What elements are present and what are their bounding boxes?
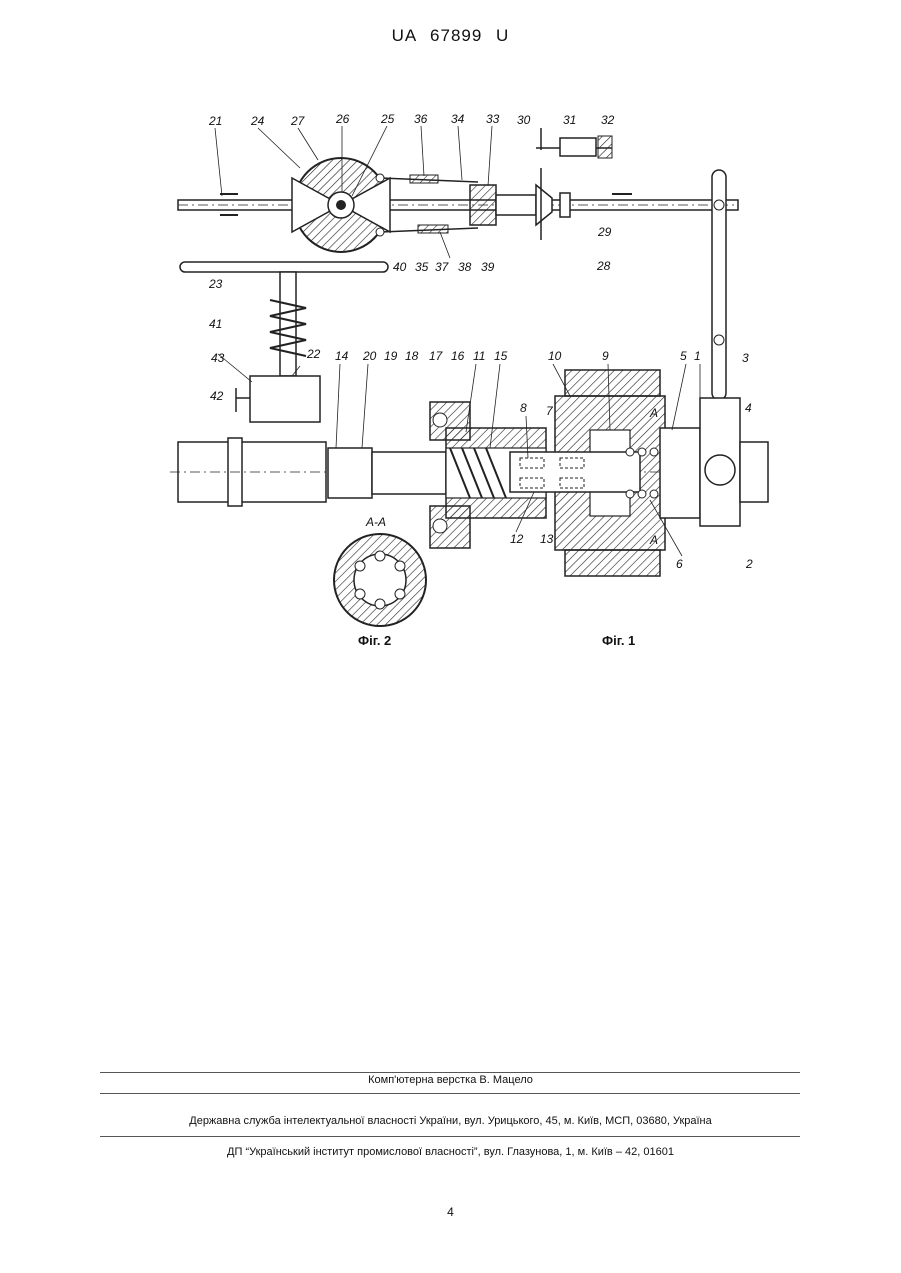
section-label: А-А: [365, 515, 386, 529]
ref-label: 3: [742, 351, 749, 365]
ref-label: 18: [405, 349, 419, 363]
ref-label: 29: [597, 225, 612, 239]
ref-label: 9: [602, 349, 609, 363]
ref-label: 17: [429, 349, 444, 363]
centrifugal-weight: [292, 158, 390, 252]
limit-switch: [536, 128, 612, 158]
technical-drawing: А-А 21 24 27 26 25 36 34 33 30 31 32 29 …: [0, 0, 901, 700]
ref-label: A: [649, 533, 658, 547]
ref-label: 20: [362, 349, 377, 363]
ref-label: 23: [208, 277, 223, 291]
ref-label: 41: [209, 317, 222, 331]
ref-label: 12: [510, 532, 524, 546]
ref-label: 19: [384, 349, 398, 363]
ref-label: 13: [540, 532, 554, 546]
ref-label: 16: [451, 349, 465, 363]
fig1-caption: Фіг. 1: [602, 633, 635, 648]
upper-shaft: [178, 194, 738, 215]
ref-label: 15: [494, 349, 508, 363]
divider: [100, 1136, 800, 1137]
ref-label: 21: [208, 114, 222, 128]
ref-label: A: [649, 406, 658, 420]
lever: [712, 170, 726, 400]
ref-label: 25: [380, 112, 395, 126]
ref-label: 2: [745, 557, 753, 571]
ref-label: 27: [290, 114, 306, 128]
section-view-a-a: А-А: [334, 515, 426, 626]
composer-credit: Комп'ютерна верстка В. Мацело: [0, 1074, 901, 1086]
ref-label: 11: [473, 349, 485, 363]
ref-label: 8: [520, 401, 527, 415]
ref-label: 1: [694, 349, 701, 363]
page-number: 4: [0, 1205, 901, 1219]
ref-label: 35: [415, 260, 429, 274]
ref-label: 38: [458, 260, 472, 274]
institute-address: ДП “Український інститут промислової вла…: [0, 1146, 901, 1158]
agency-address: Державна служба інтелектуальної власност…: [0, 1115, 901, 1127]
divider: [100, 1093, 800, 1094]
ref-label: 32: [601, 113, 615, 127]
ref-label: 22: [306, 347, 321, 361]
ref-label: 26: [335, 112, 350, 126]
ref-label: 37: [435, 260, 450, 274]
ref-label: 33: [486, 112, 500, 126]
clutch-assembly: [510, 370, 700, 576]
ref-label: 39: [481, 260, 495, 274]
ref-label: 28: [596, 259, 611, 273]
ref-label: 30: [517, 113, 531, 127]
output-coupling: [700, 398, 768, 526]
ref-label: 34: [451, 112, 465, 126]
ref-label: 6: [676, 557, 683, 571]
ref-label: 24: [250, 114, 265, 128]
ref-label: 7: [546, 404, 554, 418]
fig2-caption: Фіг. 2: [358, 633, 391, 648]
ref-label: 4: [745, 401, 752, 415]
ref-label: 40: [393, 260, 407, 274]
divider: [100, 1072, 800, 1073]
ref-label: 42: [210, 389, 224, 403]
ref-label: 14: [335, 349, 349, 363]
ref-label: 31: [563, 113, 576, 127]
ref-label: 10: [548, 349, 562, 363]
ref-label: 5: [680, 349, 687, 363]
ref-label: 36: [414, 112, 428, 126]
